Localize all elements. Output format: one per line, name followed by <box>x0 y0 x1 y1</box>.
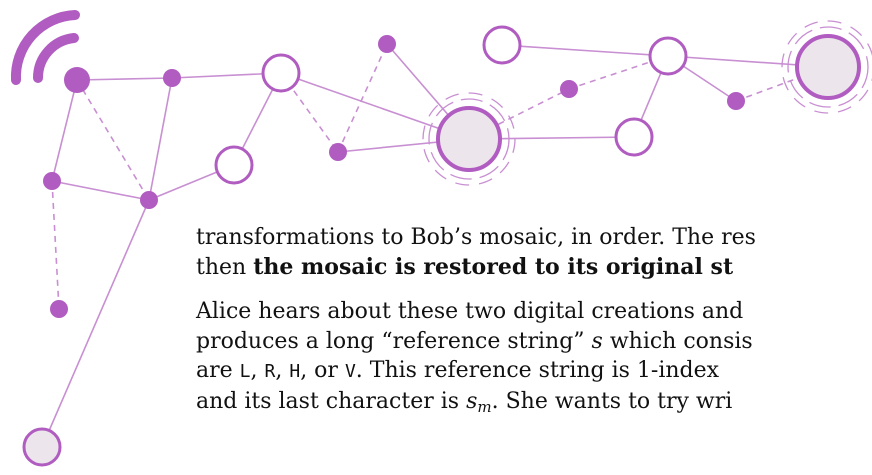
statement-text: transformations to Bob’s mosaic, in orde… <box>196 223 872 416</box>
node-dot <box>50 300 68 318</box>
p2-line-3-pre: are <box>196 358 240 383</box>
node-dot <box>329 143 347 161</box>
node-dot <box>727 92 745 110</box>
network-hubs <box>22 34 861 467</box>
p1-line-1: transformations to Bob’s mosaic, in orde… <box>196 225 756 250</box>
paragraph-1: transformations to Bob’s mosaic, in orde… <box>196 223 872 282</box>
p1-line-2-pre: then <box>196 254 254 280</box>
node-ring <box>482 25 522 65</box>
p2-line-4-post: . She wants to try wri <box>491 388 733 414</box>
node-hub <box>436 106 502 172</box>
network-rings <box>214 25 688 185</box>
node-ring <box>261 53 301 93</box>
network-edges <box>41 43 829 448</box>
p2-line-4-pre: and its last character is <box>196 388 467 414</box>
p2-var-sub-m: m <box>477 397 492 416</box>
node-dot <box>378 35 396 53</box>
node-dot <box>43 172 61 190</box>
p2-var-sm: s <box>466 388 478 414</box>
node-ring <box>214 145 254 185</box>
node-dot <box>163 69 181 87</box>
sep-3: , or <box>300 358 345 383</box>
p2-line-1: Alice hears about these two digital crea… <box>196 299 744 324</box>
p2-var-s: s <box>591 328 603 354</box>
node-ring <box>648 36 688 76</box>
code-H: H <box>289 361 301 382</box>
node-rings <box>422 20 872 186</box>
p2-line-3-post: . This reference string is 1-index <box>355 358 720 383</box>
code-V: V <box>344 361 356 382</box>
code-R: R <box>264 361 276 382</box>
node-dot <box>560 80 578 98</box>
p2-line-2-post: which consis <box>602 328 753 354</box>
sep-2: , <box>275 358 290 383</box>
node-hub <box>22 427 62 467</box>
node-hub <box>795 34 861 100</box>
network-dots <box>43 35 745 318</box>
p2-line-2-pre: produces a long “reference string” <box>196 328 592 354</box>
node-dot <box>140 191 158 209</box>
node-ring <box>614 117 654 157</box>
paragraph-2: Alice hears about these two digital crea… <box>196 297 872 416</box>
node-dot <box>64 67 90 93</box>
wifi-signal-icon <box>10 10 80 85</box>
p1-line-2-bold: the mosaic is restored to its original s… <box>253 253 734 280</box>
sep-1: , <box>250 358 265 383</box>
code-L: L <box>239 361 251 382</box>
